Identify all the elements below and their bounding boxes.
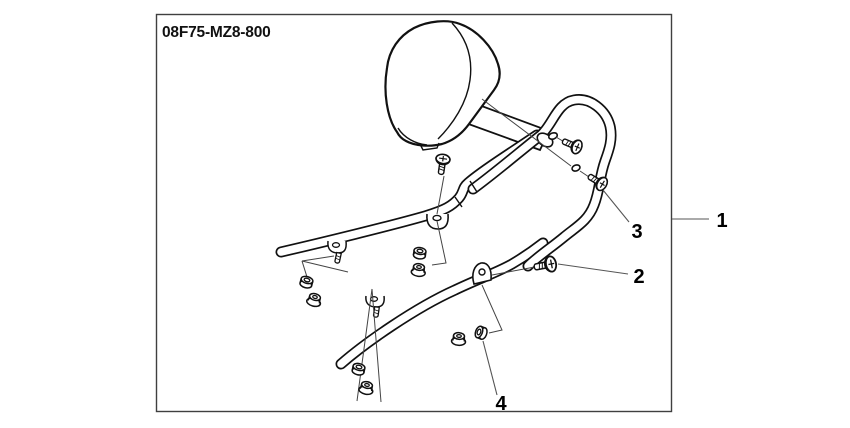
lower-side-rail	[335, 237, 549, 370]
callout-2: 2	[633, 266, 644, 288]
lower-rail-right-ear	[472, 262, 492, 285]
bolt-hole-upper	[547, 132, 559, 140]
backrest-pad	[384, 20, 501, 151]
diagram-frame	[155, 13, 673, 413]
rail-joint-seams	[454, 180, 478, 208]
washer-lower-left	[350, 361, 367, 377]
callout-3: 3	[631, 221, 642, 243]
pad-bottom-notch	[419, 142, 440, 151]
upper-side-rail	[275, 129, 543, 258]
leader-3	[602, 189, 630, 223]
washer-upper-center	[412, 246, 428, 261]
wedge-pointers	[301, 255, 382, 403]
callout-4: 4	[495, 393, 507, 415]
leader-2	[557, 263, 629, 275]
upper-rail-left-tab	[327, 240, 347, 265]
callout-1: 1	[716, 210, 727, 232]
leader-lines	[482, 189, 709, 396]
leader-4	[482, 340, 498, 396]
bolt-hole-lower	[571, 164, 581, 172]
nut-4	[450, 331, 468, 347]
alignment-lines	[431, 98, 593, 334]
part-number-label: 08F75-MZ8-800	[162, 24, 271, 41]
